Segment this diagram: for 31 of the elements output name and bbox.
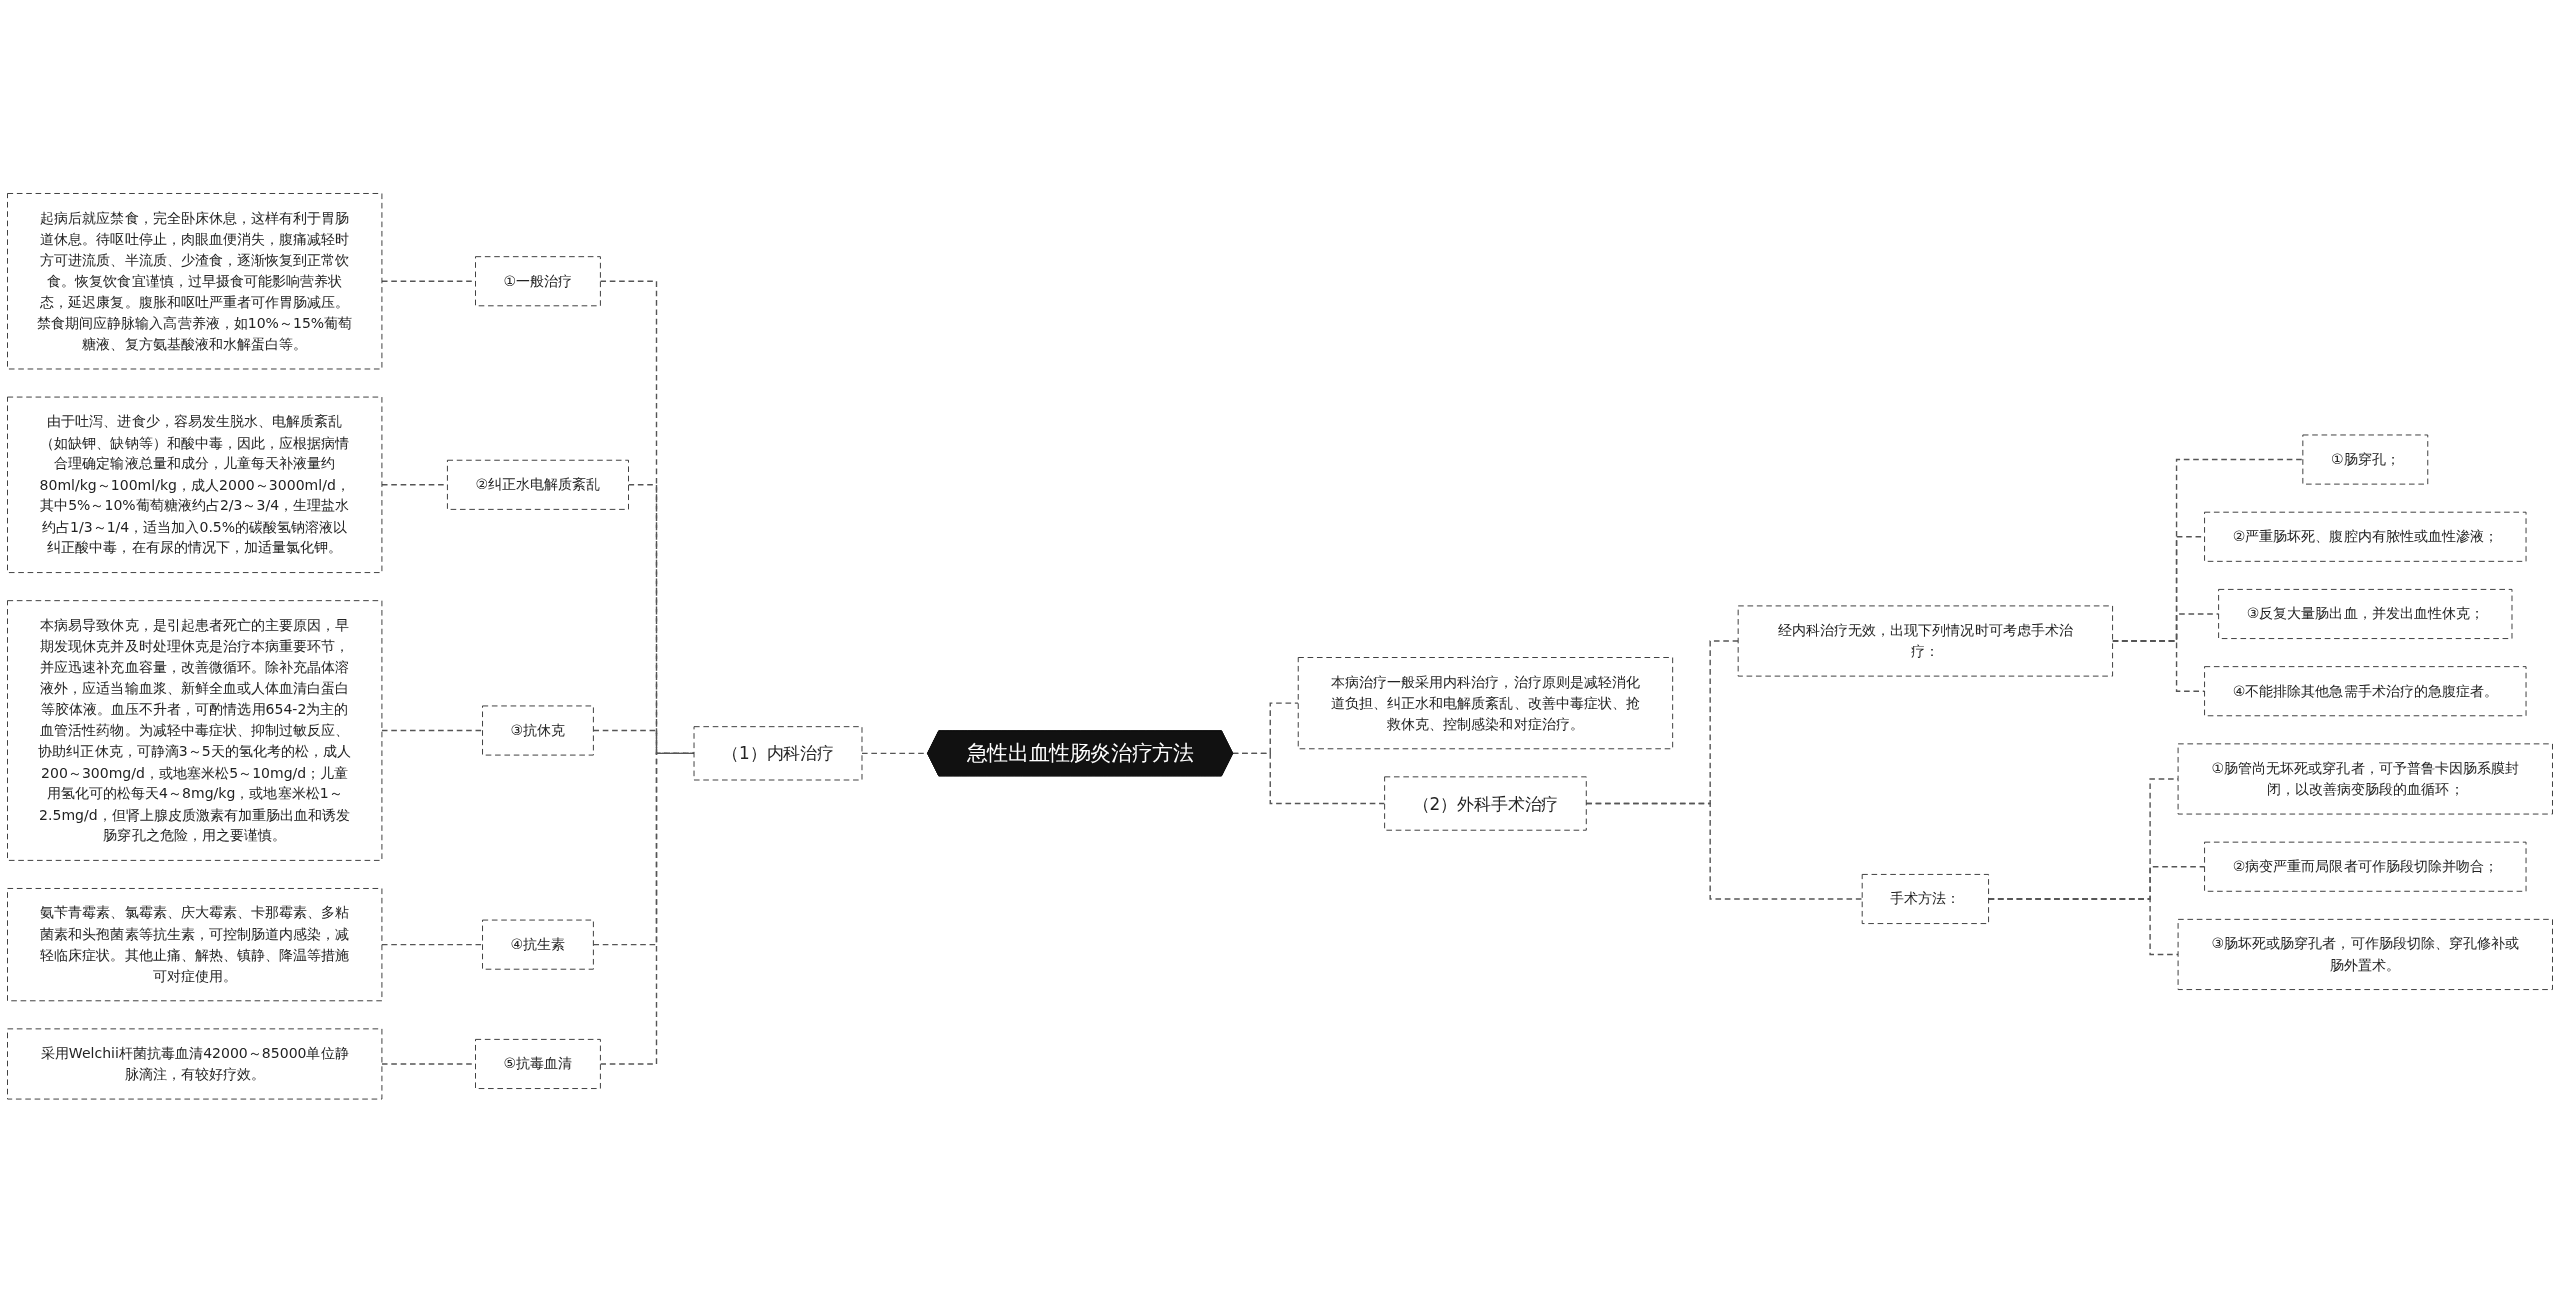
node-box: ②纠正水电解质紊乱 xyxy=(446,459,629,510)
node-box: ④抗生素 xyxy=(482,919,594,970)
node-box: （2）外科手术治疗 xyxy=(1384,776,1587,831)
node-box: ①肠穿孔； xyxy=(2302,434,2429,485)
node-box: 本病易导致休克，是引起患者死亡的主要原因，早期发现休克并及时处理休克是治疗本病重要环节，并应迅速补充血容量，改善微循环。除补充晶体溶液外，应适当输血浆、新鲜全血或人体血清白蛋白等胶体液。血压不升者，可酌情选用654-2为主的血管活性药物。为减轻中毒症状、抑制过敏反应、协助纠正休克，可静滴3～5天的氢化考的松，成人200～300mg/d，或地塞米松5～10mg/d；儿童用氢化可的松每天4～8mg/kg，或地塞米松1～2.5mg/d，但肾上腺皮质激素有加重肠出血和诱发肠穿孔之危险，用之要谨慎。 xyxy=(7,599,383,861)
node-box: 手术方法： xyxy=(1861,873,1989,924)
connector xyxy=(381,729,484,731)
connector xyxy=(599,752,695,1065)
node-box: （1）内科治疗 xyxy=(693,725,863,781)
node-box: 氨苄青霉素、氯霉素、庆大霉素、卡那霉素、多粘菌素和头孢菌素等抗生素，可控制肠道内感染，减轻临床症状。其他止痛、解热、镇静、降温等措施可对症使用。 xyxy=(7,887,383,1001)
connector xyxy=(1987,898,2179,955)
node-box: 经内科治疗无效，出现下列情况时可考虑手术治疗： xyxy=(1737,605,2114,677)
node-box: 本病治疗一般采用内科治疗，治疗原则是减轻消化道负担、纠正水和电解质紊乱、改善中毒症状、抢救休克、控制感染和对症治疗。 xyxy=(1297,656,1674,749)
connector xyxy=(2111,640,2206,692)
connector xyxy=(599,280,695,754)
connector xyxy=(381,943,484,946)
node-box: ⑤抗毒血清 xyxy=(475,1038,601,1089)
node-box: ④不能排除其他急需手术治疗的急腹症者。 xyxy=(2204,665,2527,716)
node-box: ③反复大量肠出血，并发出血性休克； xyxy=(2218,588,2513,639)
node-box: ③抗休克 xyxy=(482,705,594,756)
connector xyxy=(627,483,695,754)
node-box: ②病变严重而局限者可作肠段切除并吻合； xyxy=(2204,841,2527,892)
connector xyxy=(1585,802,1863,900)
connector xyxy=(1232,752,1386,804)
node-box: ①一般治疗 xyxy=(475,255,601,306)
node-box: 起病后就应禁食，完全卧床休息，这样有利于胃肠道休息。待呕吐停止，肉眼血便消失，腹痛减轻时方可进流质、半流质、少渣食，逐渐恢复到正常饮食。恢复饮食宜谨慎，过早摄食可能影响营养状态，延迟康复。腹胀和呕吐严重者可作胃肠减压。禁食期间应静脉输入高营养液，如10%～15%葡萄糖液、复方氨基酸液和水解蛋白等。 xyxy=(7,192,383,370)
node-box: ①肠管尚无坏死或穿孔者，可予普鲁卡因肠系膜封闭，以改善病变肠段的血循环； xyxy=(2177,743,2553,815)
node-box: ②严重肠坏死、腹腔内有脓性或血性渗液； xyxy=(2204,511,2527,562)
node-box: ③肠坏死或肠穿孔者，可作肠段切除、穿孔修补或肠外置术。 xyxy=(2177,918,2553,990)
node-box: 采用Welchii杆菌抗毒血清42000～85000单位静脉滴注，有较好疗效。 xyxy=(7,1028,383,1100)
node-box: 由于吐泻、进食少，容易发生脱水、电解质紊乱（如缺钾、缺钠等）和酸中毒，因此，应根据病情合理确定输液总量和成分，儿童每天补液量约80ml/kg～100ml/kg，成人2000～3000ml/d，其中5%～10%葡萄糖液约占2/3～3/4，生理盐水约占1/3～1/4，适当加入0.5%的碳酸氢钠溶液以纠正酸中毒，在有尿的情况下，加适量氯化钾。 xyxy=(7,396,383,573)
